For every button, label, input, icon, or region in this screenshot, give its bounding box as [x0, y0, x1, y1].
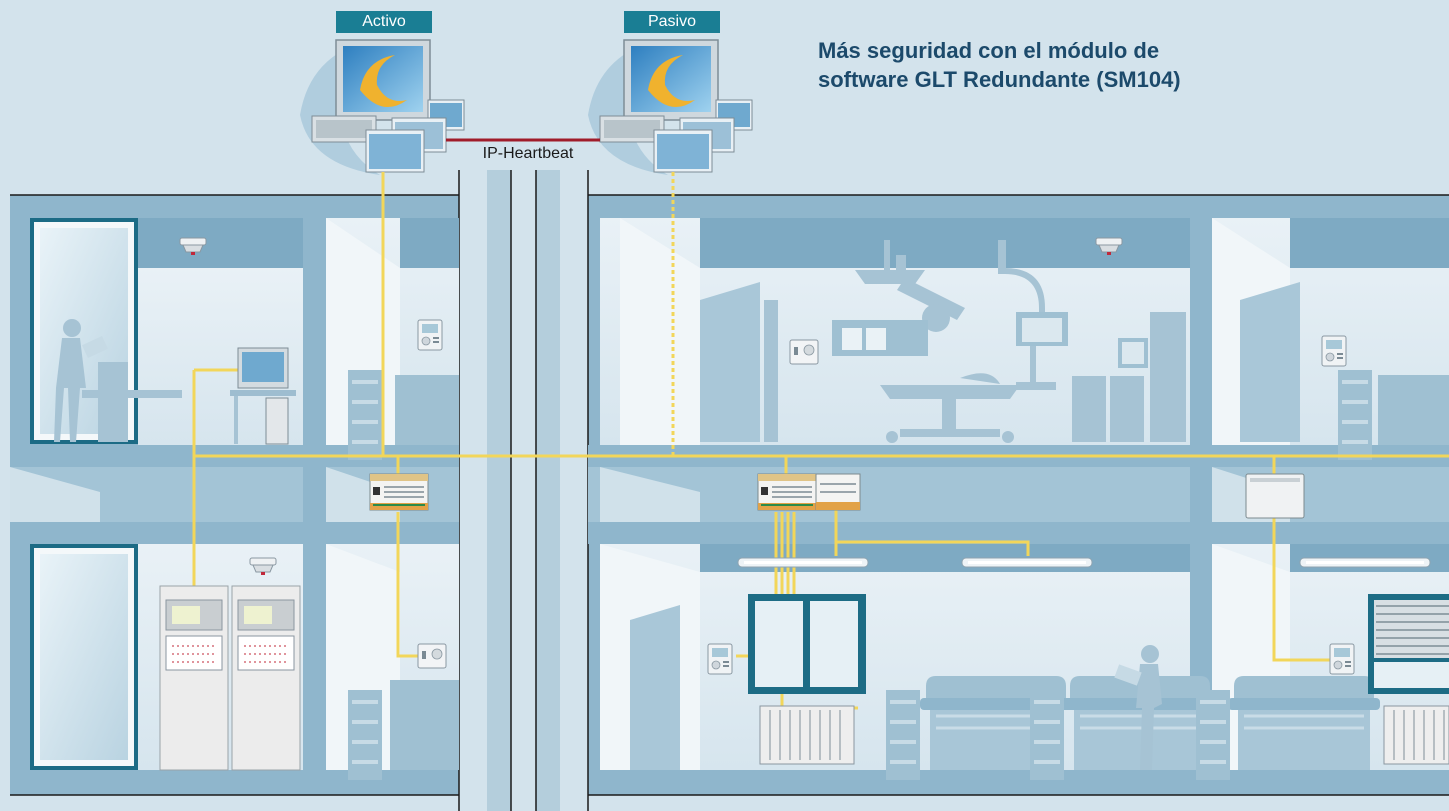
passive-server-label: Pasivo: [624, 11, 720, 33]
room-controller-icon: [1329, 643, 1355, 675]
door-icon: [630, 282, 1300, 770]
ceiling-light-icon: [1299, 557, 1431, 568]
fire-panel-icon: [159, 585, 301, 771]
ceiling-light-icon: [737, 557, 869, 568]
person-silhouette-icon: [54, 319, 108, 442]
automation-station-icon: [1245, 473, 1305, 519]
headline-line-2: software GLT Redundante (SM104): [818, 67, 1181, 92]
room-sensor-icon: [417, 643, 447, 669]
headline: Más seguridad con el módulo de software …: [818, 36, 1338, 94]
active-server-label: Activo: [336, 11, 432, 33]
room-controller-icon: [1321, 335, 1347, 367]
person-silhouette-icon: [1114, 645, 1162, 770]
io-module-icon: [815, 473, 861, 511]
radiator-icon: [759, 705, 1449, 765]
operating-table-icon: [880, 373, 1020, 443]
workstation-icon: [588, 39, 753, 175]
furniture: [54, 240, 1449, 780]
operating-lamp-icon: [855, 240, 1045, 332]
workstation-icon: [300, 39, 465, 175]
room-sensor-icon: [789, 339, 819, 365]
room-controller-icon: [417, 319, 443, 351]
ceiling-light-icon: [961, 557, 1093, 568]
blinds-icon: [1368, 594, 1449, 694]
workstation-icon: [237, 347, 289, 445]
automation-station-icon: [757, 473, 817, 511]
room-controller-icon: [707, 643, 733, 675]
headline-line-1: Más seguridad con el módulo de: [818, 38, 1160, 63]
heartbeat-label: IP-Heartbeat: [466, 144, 590, 164]
window-icon: [748, 594, 866, 694]
automation-station-icon: [369, 473, 429, 511]
